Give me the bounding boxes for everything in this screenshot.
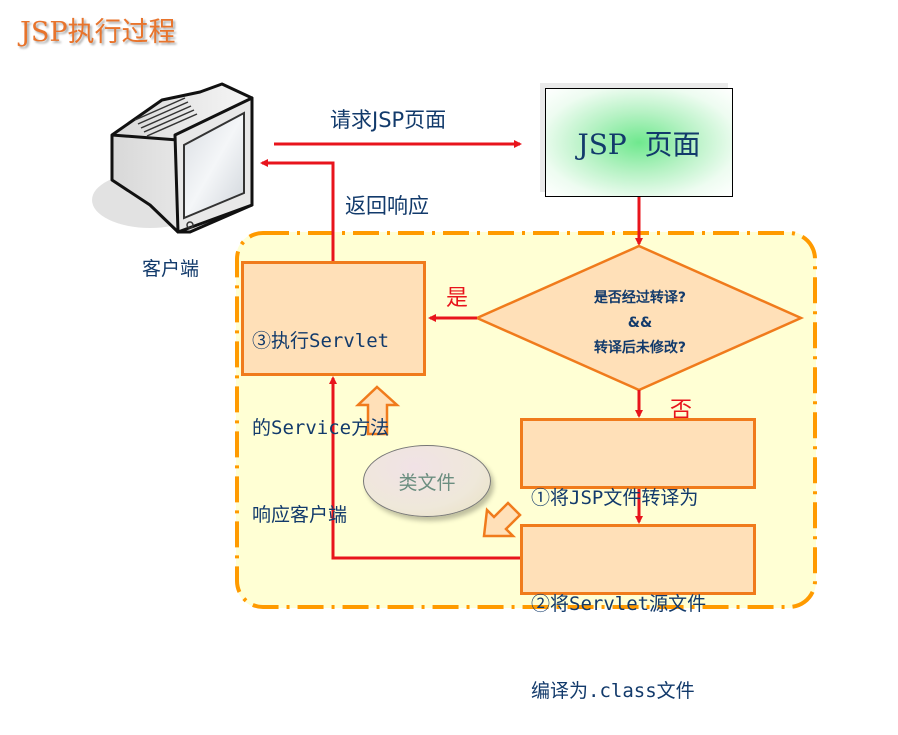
- request-label: 请求JSP页面: [330, 108, 447, 132]
- step2-line-1: ②将Servlet源文件: [531, 593, 707, 615]
- step2-line-2: 编译为.class文件: [531, 680, 695, 702]
- yes-label: 是: [446, 286, 469, 311]
- class-file-label: 类文件: [398, 471, 456, 494]
- no-label: 否: [670, 398, 693, 423]
- decision-line-2: &&: [627, 315, 653, 331]
- step3-line-2: 的Service方法: [252, 417, 390, 439]
- step2-box: ②将Servlet源文件 编译为.class文件: [520, 524, 756, 702]
- decision-line-3: 转译后未修改?: [593, 340, 687, 356]
- step2-to-step3-arrow: [329, 376, 522, 560]
- response-label: 返回响应: [345, 194, 429, 218]
- slide-title-latin: JSP: [20, 17, 68, 48]
- decision-text: 是否经过转译? && 转译后未修改?: [520, 286, 760, 361]
- jsp-page-label: JSP 页面: [577, 127, 701, 161]
- step1-line-1: ①将JSP文件转译为: [531, 487, 699, 509]
- diagram-graphics: [92, 82, 817, 609]
- step3-line-3: 响应客户端: [252, 504, 348, 526]
- container-border: [235, 231, 817, 609]
- computer-monitor-icon: [92, 82, 254, 234]
- hollow-up-arrow-icon: [354, 385, 401, 436]
- jsp-page-box: JSP 页面: [545, 88, 733, 197]
- decision-line-1: 是否经过转译?: [593, 290, 687, 306]
- response-arrow: [260, 159, 335, 262]
- step3-line-1: ③执行Servlet: [252, 330, 390, 352]
- hollow-diagonal-arrow-icon: [482, 501, 522, 538]
- class-file-ellipse: 类文件: [363, 445, 491, 517]
- client-label: 客户端: [142, 258, 200, 280]
- slide-title: JSP执行过程: [20, 10, 176, 49]
- step1-box: ①将JSP文件转译为 Servlet源文件: [520, 418, 756, 596]
- slide-title-cjk: 执行过程: [67, 17, 176, 48]
- step3-box: ③执行Servlet 的Service方法 响应客户端: [241, 261, 426, 526]
